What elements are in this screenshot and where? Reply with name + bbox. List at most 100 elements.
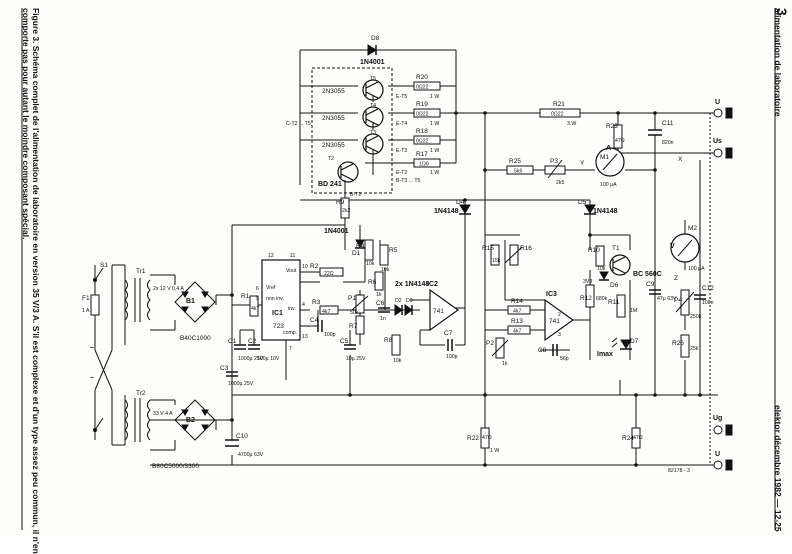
mains-symbol-1: ~ [90, 345, 94, 352]
ic3-741 [544, 298, 575, 342]
label-c3: C3 [220, 365, 229, 372]
label-r3: R3 [312, 299, 321, 306]
label-r19-watt: 1 W [430, 121, 439, 127]
label-y: Y [580, 160, 585, 167]
label-c6-value: 1n [380, 316, 386, 322]
label-s1: S1 [100, 262, 108, 269]
diode-d2 [394, 304, 403, 316]
label-c9: C9 [646, 281, 655, 288]
capacitor-c12 [694, 294, 706, 300]
label-ic3-pin2: 2 [558, 312, 561, 318]
resistor-r15 [490, 244, 500, 266]
label-t1: T1 [612, 245, 620, 252]
resistor-r21 [539, 108, 581, 118]
label-r6-value: 1k [376, 292, 382, 298]
label-comp: comp. [283, 330, 297, 336]
diode-d5 [584, 204, 596, 215]
fuse-f1 [90, 294, 100, 316]
label-r11-value: 1M [630, 308, 637, 314]
label-r10: R10 [588, 247, 600, 254]
label-d3: D3 [406, 298, 413, 304]
junction-dots [230, 111, 702, 467]
label-r25: R25 [509, 158, 521, 165]
capacitor-c5 [344, 344, 356, 350]
label-bt3: B-T3 ... T5 [396, 178, 421, 184]
label-ic2-value: 741 [433, 308, 444, 315]
resistor-r2 [319, 267, 344, 277]
label-p2-value: 1k [502, 361, 508, 367]
mains-switch-s1 [93, 267, 104, 432]
label-c8: C8 [538, 347, 547, 354]
label-et2: E-T2 [396, 170, 407, 176]
label-d2: D2 [395, 298, 402, 304]
label-d2d3-value: 2x 1N4148 [395, 281, 429, 288]
label-r19-value: 0Ω22 [416, 112, 429, 118]
transistor-t4 [362, 106, 384, 128]
label-r19: R19 [416, 101, 428, 108]
label-m1: M1 [600, 154, 609, 161]
resistor-r13 [507, 325, 531, 335]
ic1-723 [261, 259, 301, 341]
label-c11: C11 [662, 120, 674, 127]
capacitor-c6 [378, 307, 390, 313]
label-t2: T2 [328, 156, 334, 162]
label-t3-value: 2N3055 [322, 142, 345, 149]
label-pin11: 11 [290, 253, 295, 259]
label-inv: inv. [288, 306, 296, 312]
diode-d3 [404, 304, 413, 316]
label-c12: C12 [702, 285, 714, 292]
label-us: Us [713, 138, 722, 145]
label-r17: R17 [416, 151, 428, 158]
label-m2-value: 100 µA [688, 266, 705, 272]
label-c2-value: 100µ 10V [257, 356, 280, 362]
capacitor-c3 [226, 371, 238, 377]
label-d6: D6 [610, 282, 619, 289]
label-r24: R24 [622, 435, 634, 442]
label-pin13: 13 [302, 334, 308, 340]
resistor-r10 [595, 245, 605, 267]
label-t5: T5 [370, 76, 376, 82]
label-v: V [670, 243, 675, 250]
resistor-r17 [413, 158, 441, 168]
label-r9: R9 [336, 199, 345, 206]
label-d6-value: 3V3 [583, 279, 592, 285]
label-c3-value: 1000µ 25V [228, 381, 254, 387]
bridge-rectifier-b1 [174, 281, 216, 323]
capacitor-c4 [317, 320, 323, 332]
label-p3-value: 2k5 [556, 180, 564, 186]
led-d7-imax [611, 337, 632, 350]
label-d4-value: 1N4148 [434, 208, 459, 215]
label-r18-watt: 1 W [430, 148, 439, 154]
capacitor-c9 [649, 289, 661, 295]
capacitor-c8 [552, 344, 558, 356]
label-tr1: Tr1 [136, 268, 146, 275]
label-r17-value: 1Ω0 [419, 162, 429, 168]
label-c2: C2 [248, 338, 257, 345]
label-r5: R5 [389, 247, 398, 254]
resistor-r19 [413, 108, 441, 118]
terminal-u [713, 107, 733, 119]
resistor-r24 [631, 427, 641, 449]
label-r1-value: 4k7 [251, 306, 259, 312]
terminal-ug [713, 424, 733, 436]
resistor-r18 [413, 135, 441, 145]
label-r20: R20 [416, 74, 428, 81]
label-r23: R23 [606, 123, 618, 130]
label-d5-value: 1N4148 [593, 208, 618, 215]
label-p3: P3 [550, 158, 558, 165]
label-r25-value: 5k6 [514, 169, 522, 175]
label-r21-value: 0Ω22 [551, 112, 564, 118]
label-d1-value: 1N4001 [324, 228, 349, 235]
label-c7: C7 [444, 330, 453, 337]
label-r4: R4 [356, 243, 365, 250]
label-r4-value: 10k [366, 261, 375, 267]
resistor-r3 [319, 305, 339, 315]
label-ug: Ug [713, 415, 722, 422]
label-r8-value: 10k [393, 358, 402, 364]
label-pin6: 6 [256, 286, 259, 292]
figure-code: 82178 - 3 [668, 468, 690, 474]
label-r26-value: 25k [690, 346, 699, 352]
label-d4: D4 [456, 199, 465, 206]
resistor-r9 [340, 197, 350, 219]
label-ic2: IC2 [427, 281, 438, 288]
